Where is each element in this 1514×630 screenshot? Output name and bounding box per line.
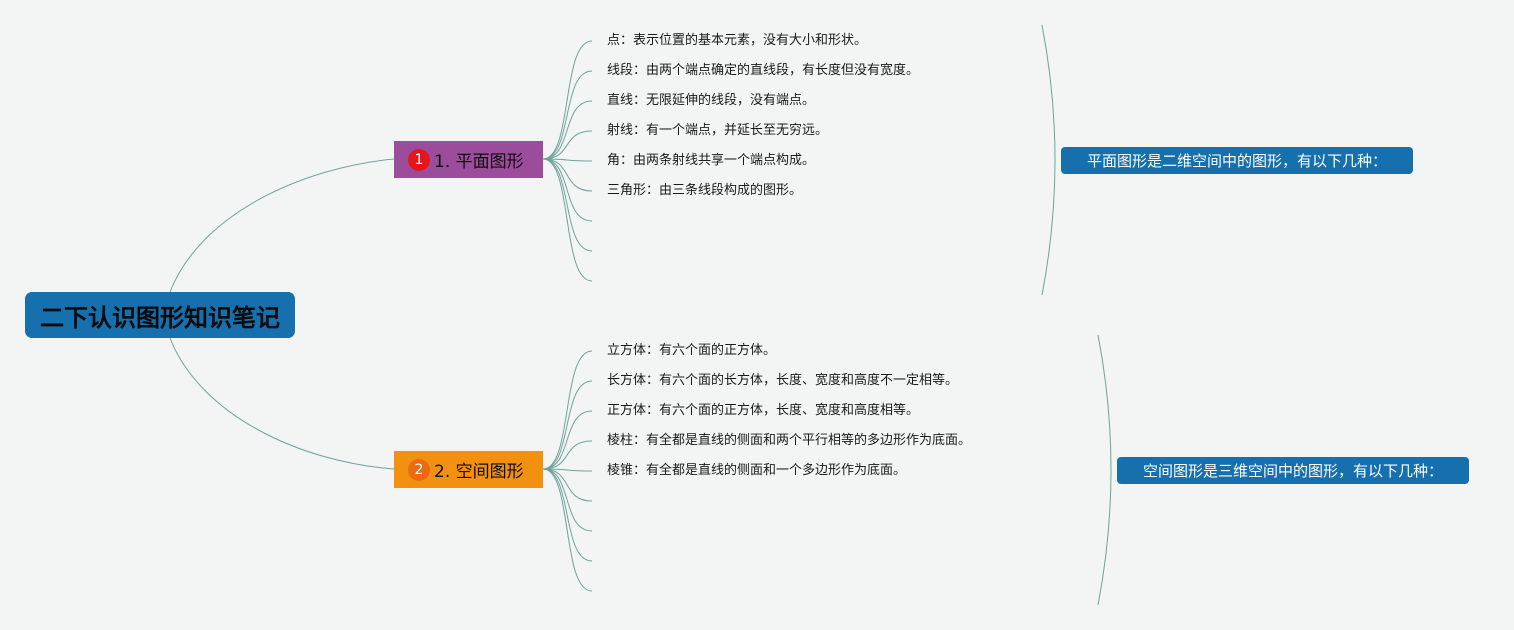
root-link-plane [169,158,395,293]
leaf-link-solid-2 [542,380,593,470]
summary-bracket-plane [1041,24,1056,296]
leaf-square-prism[interactable]: 正方体：有六个面的正方体，长度、宽度和高度相等。 [607,403,920,418]
leaf-link-plane-2 [542,70,593,160]
leaf-link-plane-6 [542,158,593,192]
leaf-cube[interactable]: 立方体：有六个面的正方体。 [607,343,777,358]
summary-label: 平面图形是二维空间中的图形，有以下几种： [1086,152,1387,170]
leaf-link-plane-7 [542,158,593,222]
leaf-link-solid-1 [542,350,593,470]
leaf-link-solid-6 [542,468,593,502]
leaf-link-plane-1 [542,40,593,160]
leaf-pyramid[interactable]: 棱锥：有全都是直线的侧面和一个多边形作为底面。 [607,463,907,478]
summary-bracket-solid [1097,334,1112,606]
summary-plane-figures[interactable]: 平面图形是二维空间中的图形，有以下几种： [1061,147,1413,174]
summary-solid-figures[interactable]: 空间图形是三维空间中的图形，有以下几种： [1117,457,1469,484]
leaf-triangle[interactable]: 三角形：由三条线段构成的图形。 [607,183,803,198]
leaf-straight-line[interactable]: 直线：无限延伸的线段，没有端点。 [607,93,816,108]
leaf-link-solid-8 [542,468,593,562]
branch-solid-figures[interactable]: 2 2. 空间图形 [394,451,543,488]
leaf-angle[interactable]: 角：由两条射线共享一个端点构成。 [607,153,816,168]
leaf-link-plane-4 [542,130,593,160]
branch-label: 2. 空间图形 [434,462,524,482]
leaf-prism[interactable]: 棱柱：有全都是直线的侧面和两个平行相等的多边形作为底面。 [607,433,972,448]
root-topic-label: 二下认识图形知识笔记 [40,303,280,332]
leaf-link-solid-7 [542,468,593,532]
leaf-link-plane-9 [542,158,593,282]
root-link-solid [169,337,395,470]
leaf-link-solid-5 [542,468,593,472]
branch-plane-figures[interactable]: 1 1. 平面图形 [394,141,543,178]
summary-label: 空间图形是三维空间中的图形，有以下几种： [1142,462,1443,480]
leaf-cuboid[interactable]: 长方体：有六个面的长方体，长度、宽度和高度不一定相等。 [607,373,959,388]
leaf-link-solid-3 [542,410,593,470]
leaf-link-plane-5 [542,158,593,162]
leaf-link-plane-3 [542,100,593,160]
leaf-ray[interactable]: 射线：有一个端点，并延长至无穷远。 [607,123,829,138]
branch-label: 1. 平面图形 [434,152,524,172]
root-topic[interactable]: 二下认识图形知识笔记 [25,292,295,338]
leaf-point[interactable]: 点：表示位置的基本元素，没有大小和形状。 [607,33,868,48]
leaf-link-solid-4 [542,440,593,470]
leaf-line-segment[interactable]: 线段：由两个端点确定的直线段，有长度但没有宽度。 [607,63,920,78]
priority-1-icon: 1 [408,148,430,171]
priority-2-icon: 2 [408,458,430,481]
leaf-link-solid-9 [542,468,593,592]
leaf-link-plane-8 [542,158,593,252]
